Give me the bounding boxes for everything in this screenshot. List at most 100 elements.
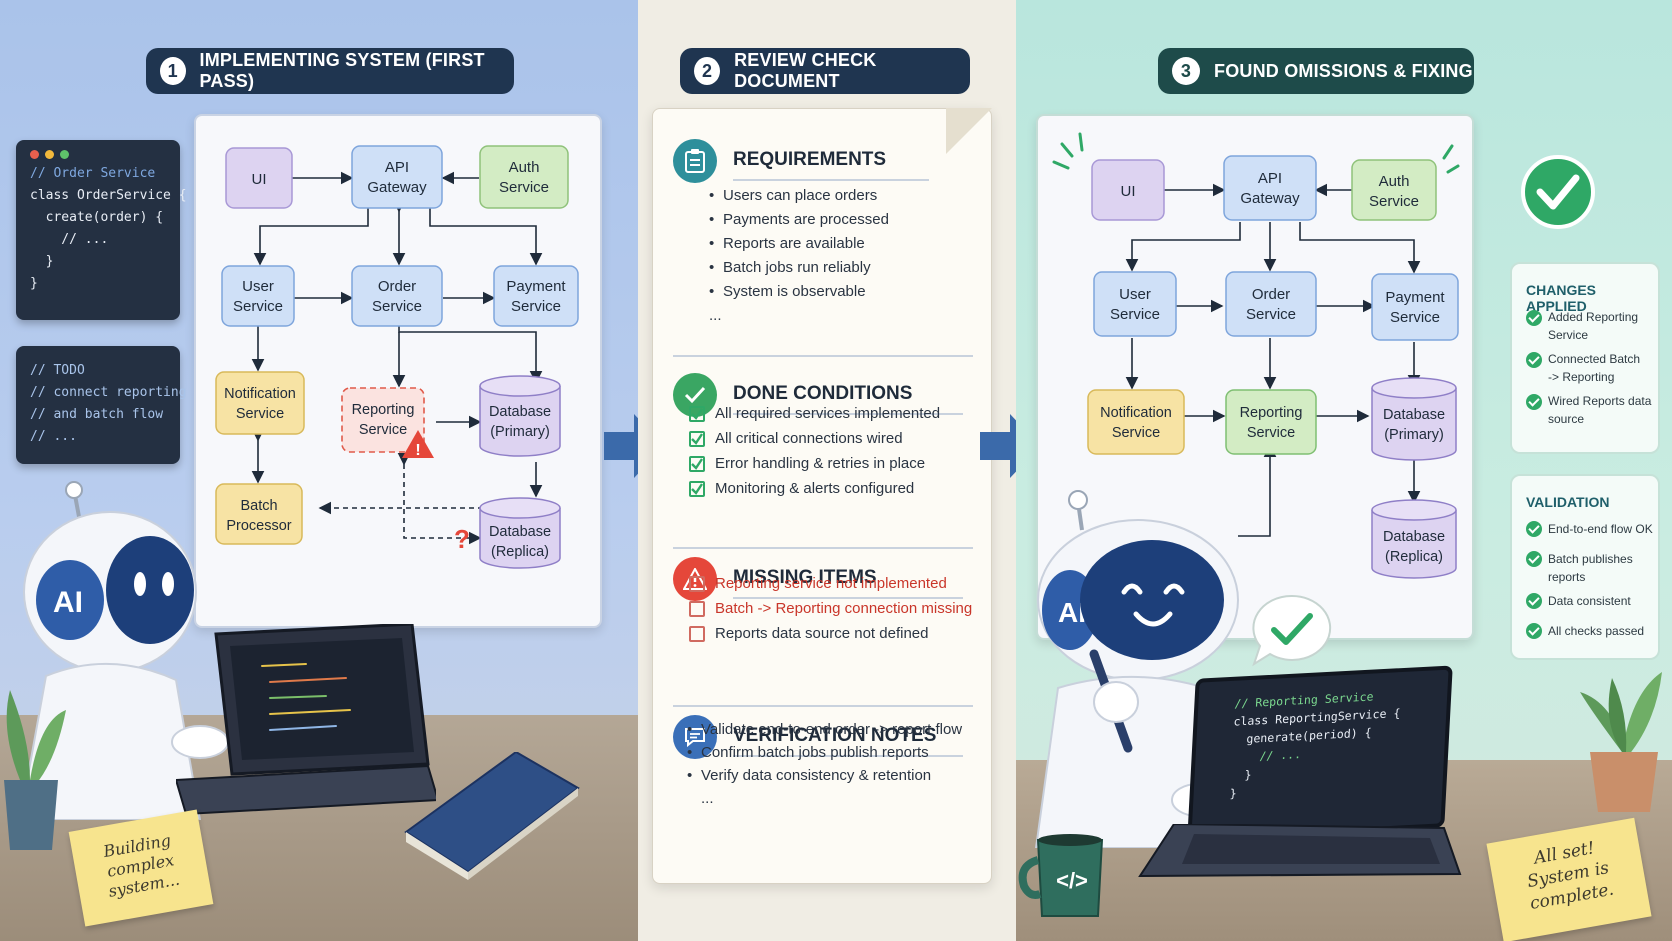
architecture-diagram-first-pass: UI API Gateway Auth Service User Service [215,145,579,569]
panel-implementing: 1 IMPLEMENTING SYSTEM (FIRST PASS) // Or… [0,0,638,941]
checkbox-checked[interactable] [689,456,705,472]
order-service-node: Order Service [351,265,443,327]
svg-text:(Replica): (Replica) [491,544,549,560]
laptop-first-pass [176,624,436,816]
svg-text:Notification: Notification [1100,405,1172,421]
svg-text:Order: Order [1252,286,1290,303]
api-gateway-node: API Gateway [351,145,443,209]
ui-node: UI [225,147,293,209]
plant-icon [1580,672,1662,812]
step-title: REVIEW CHECK DOCUMENT [734,50,877,91]
database-primary-node: Database (Primary) [479,375,561,457]
notification-service-node: Notification Service [215,371,305,435]
svg-text:UI: UI [1121,183,1136,200]
step-number: 3 [1172,57,1200,85]
bullet: • [687,767,693,784]
flow-arrow-right-icon [980,414,1016,478]
speech-bubble-icon [673,715,717,759]
done-condition-item: All required services implemented [715,405,941,422]
verification-text: Validate end-to-end order -> report flow [701,721,963,738]
code-line: } [30,254,54,269]
check-icon [1526,352,1542,368]
svg-text:Service: Service [233,298,283,315]
svg-text:Database: Database [489,524,551,540]
svg-text:Payment: Payment [1385,289,1445,306]
svg-text:Database: Database [1383,529,1445,545]
done-condition-item: Monitoring & alerts configured [715,480,915,497]
verification-note: • Confirm batch jobs publish reports [687,744,929,761]
svg-text:Service: Service [236,406,284,422]
svg-text:Service: Service [1369,193,1419,210]
check-icon [1526,623,1542,639]
validation-text: Batch publishes [1548,552,1633,566]
bullet: • [687,744,693,761]
validation-text: End-to-end flow OK [1548,522,1653,536]
done-conditions-title: DONE CONDITIONS [733,383,913,404]
missing-item: Reporting service not implemented [715,575,947,592]
step-pill-1: 1 IMPLEMENTING SYSTEM (FIRST PASS) [146,48,514,94]
bullet: • [709,187,715,204]
divider [733,755,963,757]
svg-text:Batch: Batch [240,498,277,514]
step-pill-2: 2 REVIEW CHECK DOCUMENT [680,48,970,94]
svg-text:(Primary): (Primary) [490,424,550,440]
coffee-mug-icon: </> [1018,834,1104,917]
ellipsis: ... [709,307,722,324]
database-replica-node: Database (Replica) [479,497,561,569]
requirement-item: • Users can place orders [709,187,877,204]
step-number: 1 [160,57,186,85]
change-item: Connected Batch-> Reporting [1548,350,1658,386]
check-icon [1526,551,1542,567]
missing-item: Batch -> Reporting connection missing [715,600,973,617]
step-title: IMPLEMENTING SYSTEM (FIRST PASS) [199,50,485,91]
validation-item: All checks passed [1548,622,1660,640]
step-pill-3: 3 FOUND OMISSIONS & FIXING [1158,48,1474,94]
svg-text:UI: UI [252,171,267,188]
checkbox-checked[interactable] [689,406,705,422]
verification-text: Confirm batch jobs publish reports [701,744,929,761]
requirement-item: •Batch jobs run reliably [709,259,871,276]
requirement-text: Payments are processed [723,211,889,228]
svg-text:User: User [242,278,274,295]
checkbox-checked[interactable] [689,431,705,447]
checkbox-unchecked[interactable] [689,601,705,617]
code-line: // Order Service [30,166,156,181]
plant-icon [4,690,66,850]
checkbox-checked[interactable] [689,481,705,497]
user-service-node: User Service [1093,271,1177,337]
verification-text: Verify data consistency & retention [701,767,932,784]
verification-notes-title: VERIFICATION NOTES [733,725,937,746]
svg-text:Service: Service [1246,306,1296,323]
architecture-diagram-fixed: UI API Gateway Auth Service User Service… [1052,132,1460,579]
svg-text:Service: Service [1110,306,1160,323]
change-text: Wired Reports data [1548,394,1652,408]
auth-service-node: Auth Service [479,145,569,209]
verification-note: • Verify data consistency & retention [687,767,931,784]
requirement-text: System is observable [723,283,866,300]
missing-item: Reports data source not defined [715,625,929,642]
checkbox-unchecked[interactable] [689,576,705,592]
missing-items-title: MISSING ITEMS [733,567,877,588]
svg-text:Service: Service [372,298,422,315]
reporting-service-node-missing: Reporting Service [341,387,425,453]
divider [733,597,963,599]
question-mark-icon: ? [454,524,470,554]
svg-text:Service: Service [511,298,561,315]
code-line: // TODO [30,363,85,378]
svg-text:Payment: Payment [506,278,566,295]
svg-text:Service: Service [1247,425,1295,441]
checkbox-unchecked[interactable] [689,626,705,642]
step-title: FOUND OMISSIONS & FIXING [1214,60,1473,81]
done-condition-item: Error handling & retries in place [715,455,926,472]
svg-text:Auth: Auth [509,159,540,176]
svg-text:Notification: Notification [224,386,296,402]
check-icon [1526,593,1542,609]
page-fold [946,108,992,154]
auth-service-node: Auth Service [1351,159,1437,221]
requirement-text: Users can place orders [723,187,878,204]
